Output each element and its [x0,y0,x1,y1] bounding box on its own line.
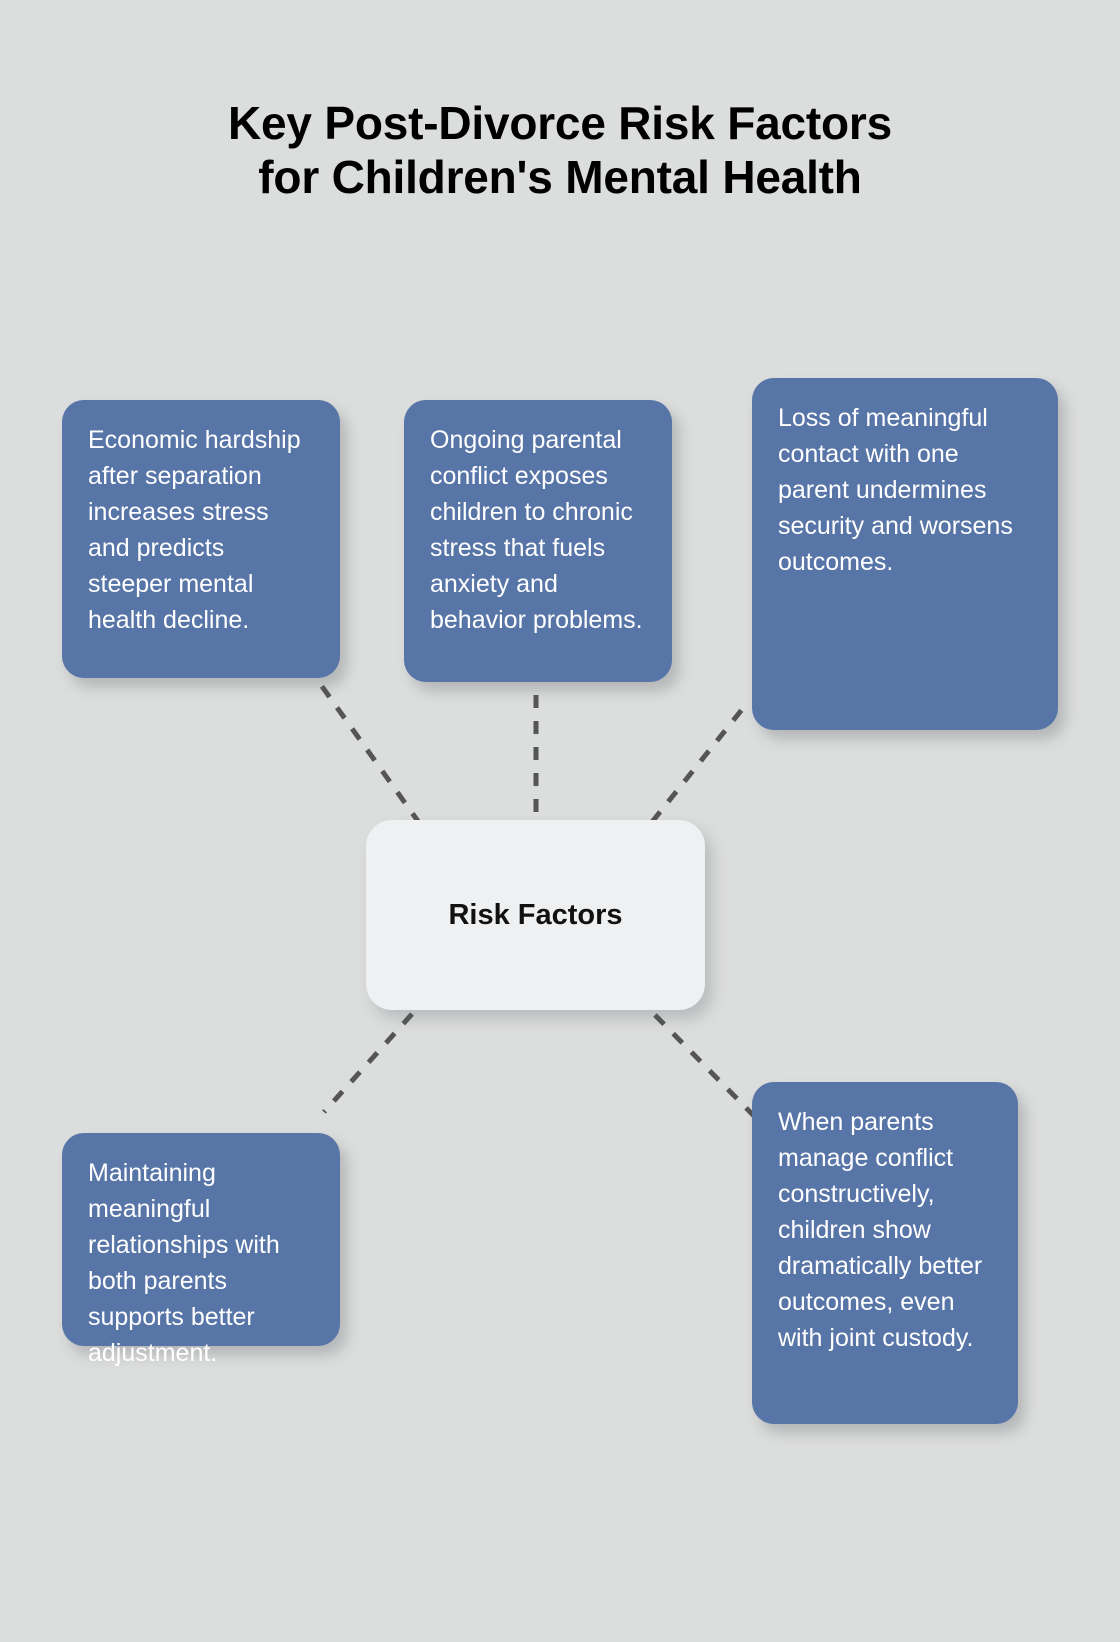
risk-factor-card-text: When parents manage conflict constructiv… [778,1108,983,1352]
page-title-line-1: Key Post-Divorce Risk Factors [227,97,892,149]
risk-factor-card-text: Loss of meaningful contact with one pare… [778,404,1013,576]
connector-to-economic-hardship [313,676,423,826]
page-title: Key Post-Divorce Risk Factors for Childr… [0,96,1120,205]
page-title-line-2: for Children's Mental Health [258,151,862,204]
risk-factor-card-economic-hardship[interactable]: Economic hardship after separation incre… [62,400,340,678]
risk-factor-card-parental-conflict[interactable]: Ongoing parental conflict exposes childr… [404,400,672,682]
risk-factor-card-maintaining-relationships[interactable]: Maintaining meaningful relationships wit… [62,1133,340,1367]
risk-factor-card-text: Ongoing parental conflict exposes childr… [430,426,643,634]
risk-factor-card-constructive-conflict[interactable]: When parents manage conflict constructiv… [752,1082,1018,1424]
center-hub-label: Risk Factors [448,898,623,931]
risk-factor-card-text: Economic hardship after separation incre… [88,426,301,634]
connector-to-maintaining-relationships [322,1012,414,1114]
center-hub-node[interactable]: Risk Factors [366,820,705,1010]
risk-factor-card-text: Maintaining meaningful relationships wit… [88,1159,280,1367]
risk-factor-card-loss-of-contact[interactable]: Loss of meaningful contact with one pare… [752,378,1058,730]
connector-to-constructive-conflict [653,1013,758,1120]
connector-to-loss-of-contact [650,700,750,824]
